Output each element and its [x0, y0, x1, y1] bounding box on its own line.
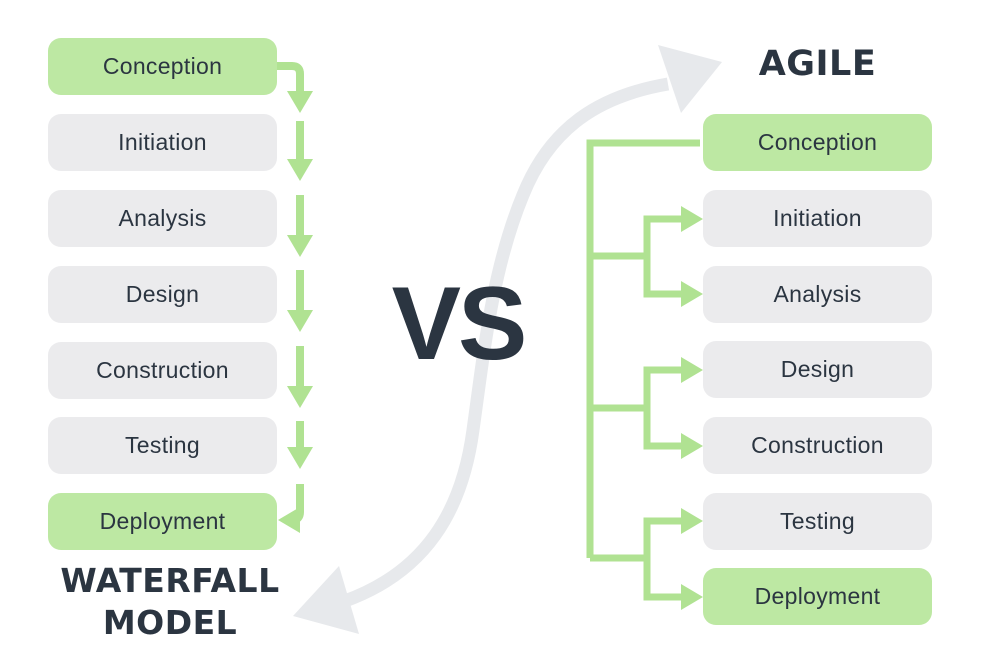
waterfall-step-initiation: Initiation	[48, 114, 277, 171]
agile-title: AGILE	[758, 44, 877, 84]
waterfall-step-testing: Testing	[48, 417, 277, 474]
agile-tree-connectors-icon	[586, 139, 700, 601]
arrowhead-to-agile	[658, 45, 722, 113]
agile-branch-pair-1	[643, 215, 682, 298]
waterfall-step-conception: Conception	[48, 38, 277, 95]
waterfall-step-deployment: Deployment	[48, 493, 277, 550]
waterfall-model-title: WATERFALL MODEL	[25, 560, 315, 644]
agile-step-deployment: Deployment	[703, 568, 932, 625]
waterfall-step-construction: Construction	[48, 342, 277, 399]
agile-trunk	[586, 139, 700, 558]
waterfall-step-design: Design	[48, 266, 277, 323]
flow-elbow-from-conception	[277, 62, 304, 92]
agile-step-analysis: Analysis	[703, 266, 932, 323]
waterfall-step-analysis: Analysis	[48, 190, 277, 247]
agile-branch-arrowheads	[681, 206, 703, 610]
agile-step-initiation: Initiation	[703, 190, 932, 247]
agile-branch-pair-2	[643, 366, 682, 450]
agile-step-testing: Testing	[703, 493, 932, 550]
agile-step-design: Design	[703, 341, 932, 398]
arrowhead-into-deployment	[278, 507, 300, 533]
arrowhead-to-waterfall	[293, 566, 359, 634]
agile-step-conception: Conception	[703, 114, 932, 171]
waterfall-title-line2: MODEL	[102, 603, 238, 642]
vs-curved-arrow-icon	[293, 45, 722, 634]
agile-step-construction: Construction	[703, 417, 932, 474]
versus-label: VS	[391, 266, 528, 382]
agile-branch-pair-3	[643, 517, 682, 601]
waterfall-title-line1: WATERFALL	[60, 561, 280, 600]
waterfall-flow-arrowheads	[278, 91, 313, 533]
